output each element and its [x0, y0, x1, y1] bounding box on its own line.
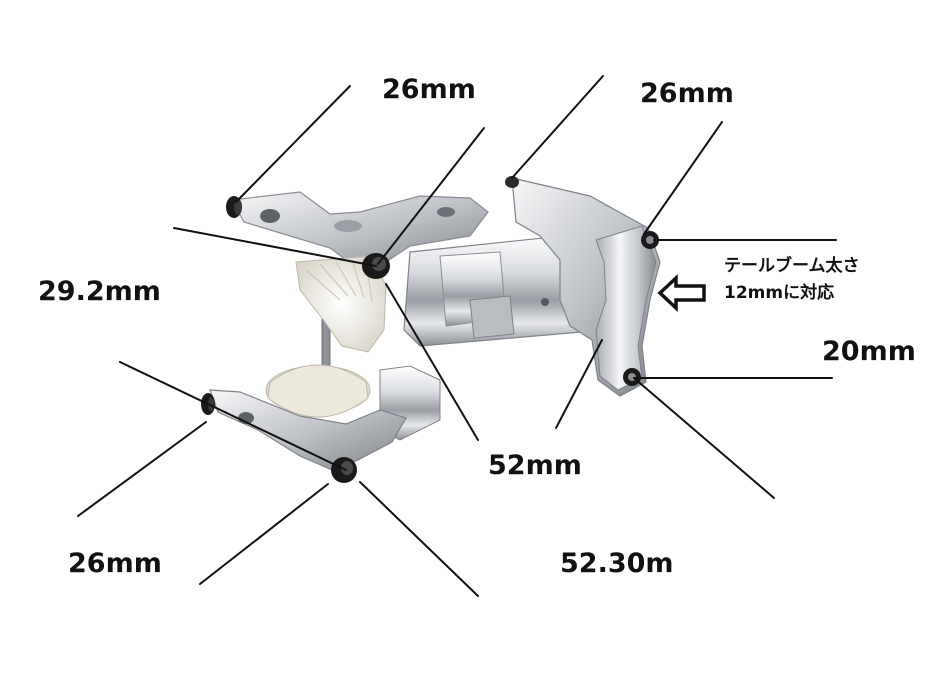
leader-line	[77, 421, 207, 517]
leader-line	[199, 483, 329, 585]
spur-gear-rim	[267, 364, 369, 418]
screw-head-icon	[505, 176, 519, 188]
leader-line	[385, 283, 479, 441]
leader-line	[119, 361, 347, 471]
leader-line	[555, 339, 603, 429]
dimension-label-bottom-right: 52.30m	[560, 548, 674, 579]
leader-line	[359, 481, 479, 597]
leader-line	[377, 127, 485, 265]
dimension-label-top-right: 26mm	[640, 78, 734, 109]
leader-line	[235, 85, 351, 203]
screw-head-icon	[641, 231, 659, 249]
leader-line	[643, 121, 723, 235]
upper-bracket	[231, 191, 489, 271]
lower-bracket	[209, 389, 407, 471]
dimension-label-right-mid: 20mm	[822, 336, 916, 367]
dimension-label-top-left: 26mm	[382, 74, 476, 105]
dimension-label-bottom-left: 26mm	[68, 548, 162, 579]
outline-arrow-left-icon	[657, 273, 706, 313]
leader-line	[173, 227, 377, 267]
leader-line	[633, 377, 775, 499]
gearbox-body	[209, 177, 661, 471]
boom-note-line-2: 12mmに対応	[724, 283, 835, 303]
leader-line	[511, 75, 604, 179]
bracket-hole	[437, 207, 455, 217]
screw-head-icon	[623, 368, 641, 386]
boom-note-line-1: テールブーム太さ	[724, 256, 860, 276]
dimension-label-left-mid: 29.2mm	[38, 276, 161, 307]
leader-lines	[77, 75, 837, 597]
tube-screw-hole	[541, 298, 549, 306]
shaft-stub	[469, 295, 515, 339]
bracket-hole	[334, 220, 362, 232]
dimension-label-bottom-center: 52mm	[488, 450, 582, 481]
bracket-hole	[260, 209, 280, 223]
